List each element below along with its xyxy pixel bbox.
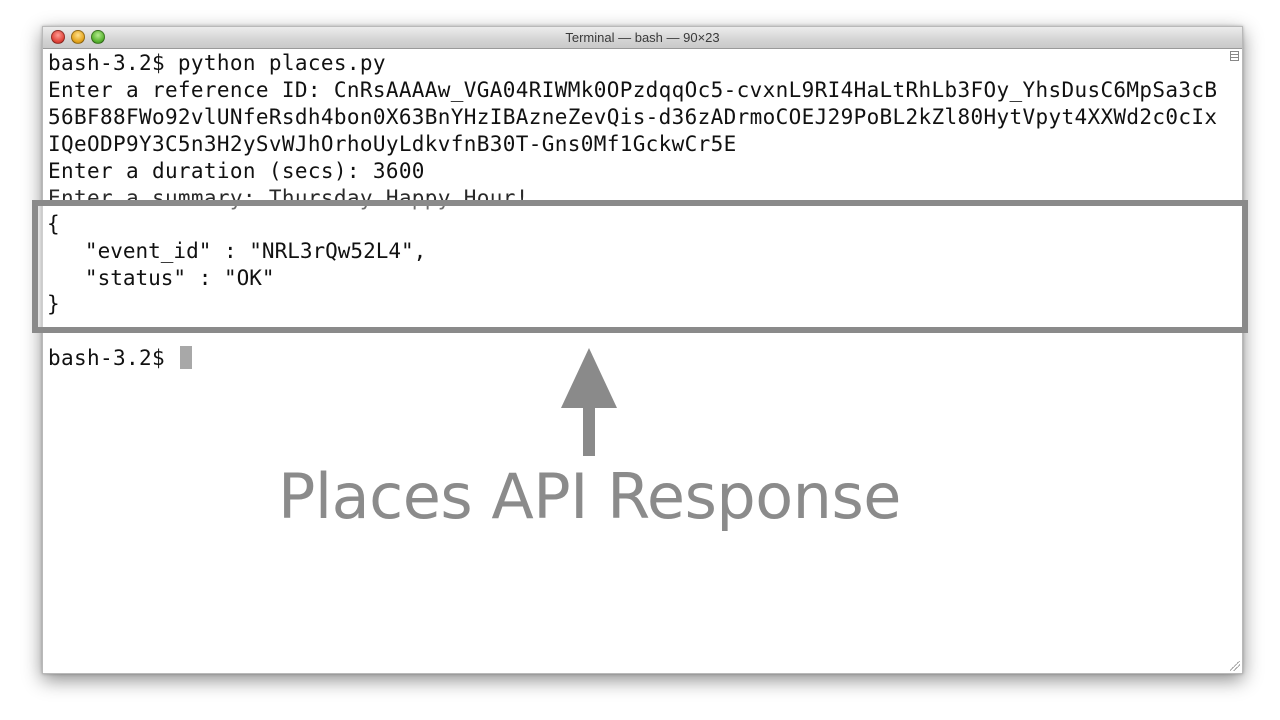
terminal-line: Enter a reference ID: CnRsAAAAw_VGA04RIW…	[48, 78, 1218, 102]
terminal-line: 56BF88FWo92vlUNfeRsdh4bon0X63BnYHzIBAzne…	[48, 105, 1218, 129]
json-line: }	[47, 292, 60, 316]
terminal-window[interactable]: Terminal — bash — 90×23 bash-3.2$ python…	[42, 26, 1243, 674]
window-title: Terminal — bash — 90×23	[565, 30, 720, 45]
terminal-line: IQeODP9Y3C5n3H2ySvWJhOrhoUyLdkvfnB30T-Gn…	[48, 132, 737, 156]
scroll-split-icon[interactable]	[1230, 51, 1239, 61]
prompt-text: bash-3.2$	[48, 346, 178, 370]
caption-text: Places API Response	[278, 460, 901, 533]
json-line: {	[47, 212, 60, 236]
minimize-button[interactable]	[71, 30, 85, 44]
json-line: "status" : "OK"	[47, 266, 275, 290]
terminal-line: Enter a summary: Thursday Happy Hour!	[48, 186, 529, 210]
json-line: "event_id" : "NRL3rQw52L4",	[47, 239, 427, 263]
close-button[interactable]	[51, 30, 65, 44]
terminal-line: bash-3.2$ python places.py	[48, 51, 386, 75]
up-arrow-icon	[561, 348, 617, 456]
zoom-button[interactable]	[91, 30, 105, 44]
window-titlebar[interactable]: Terminal — bash — 90×23	[43, 27, 1242, 49]
highlight-box	[32, 200, 1248, 333]
terminal-line: Enter a duration (secs): 3600	[48, 159, 425, 183]
terminal-prompt-line[interactable]: bash-3.2$	[48, 345, 192, 371]
resize-grip-icon[interactable]	[1230, 661, 1240, 671]
terminal-cursor	[179, 346, 192, 369]
